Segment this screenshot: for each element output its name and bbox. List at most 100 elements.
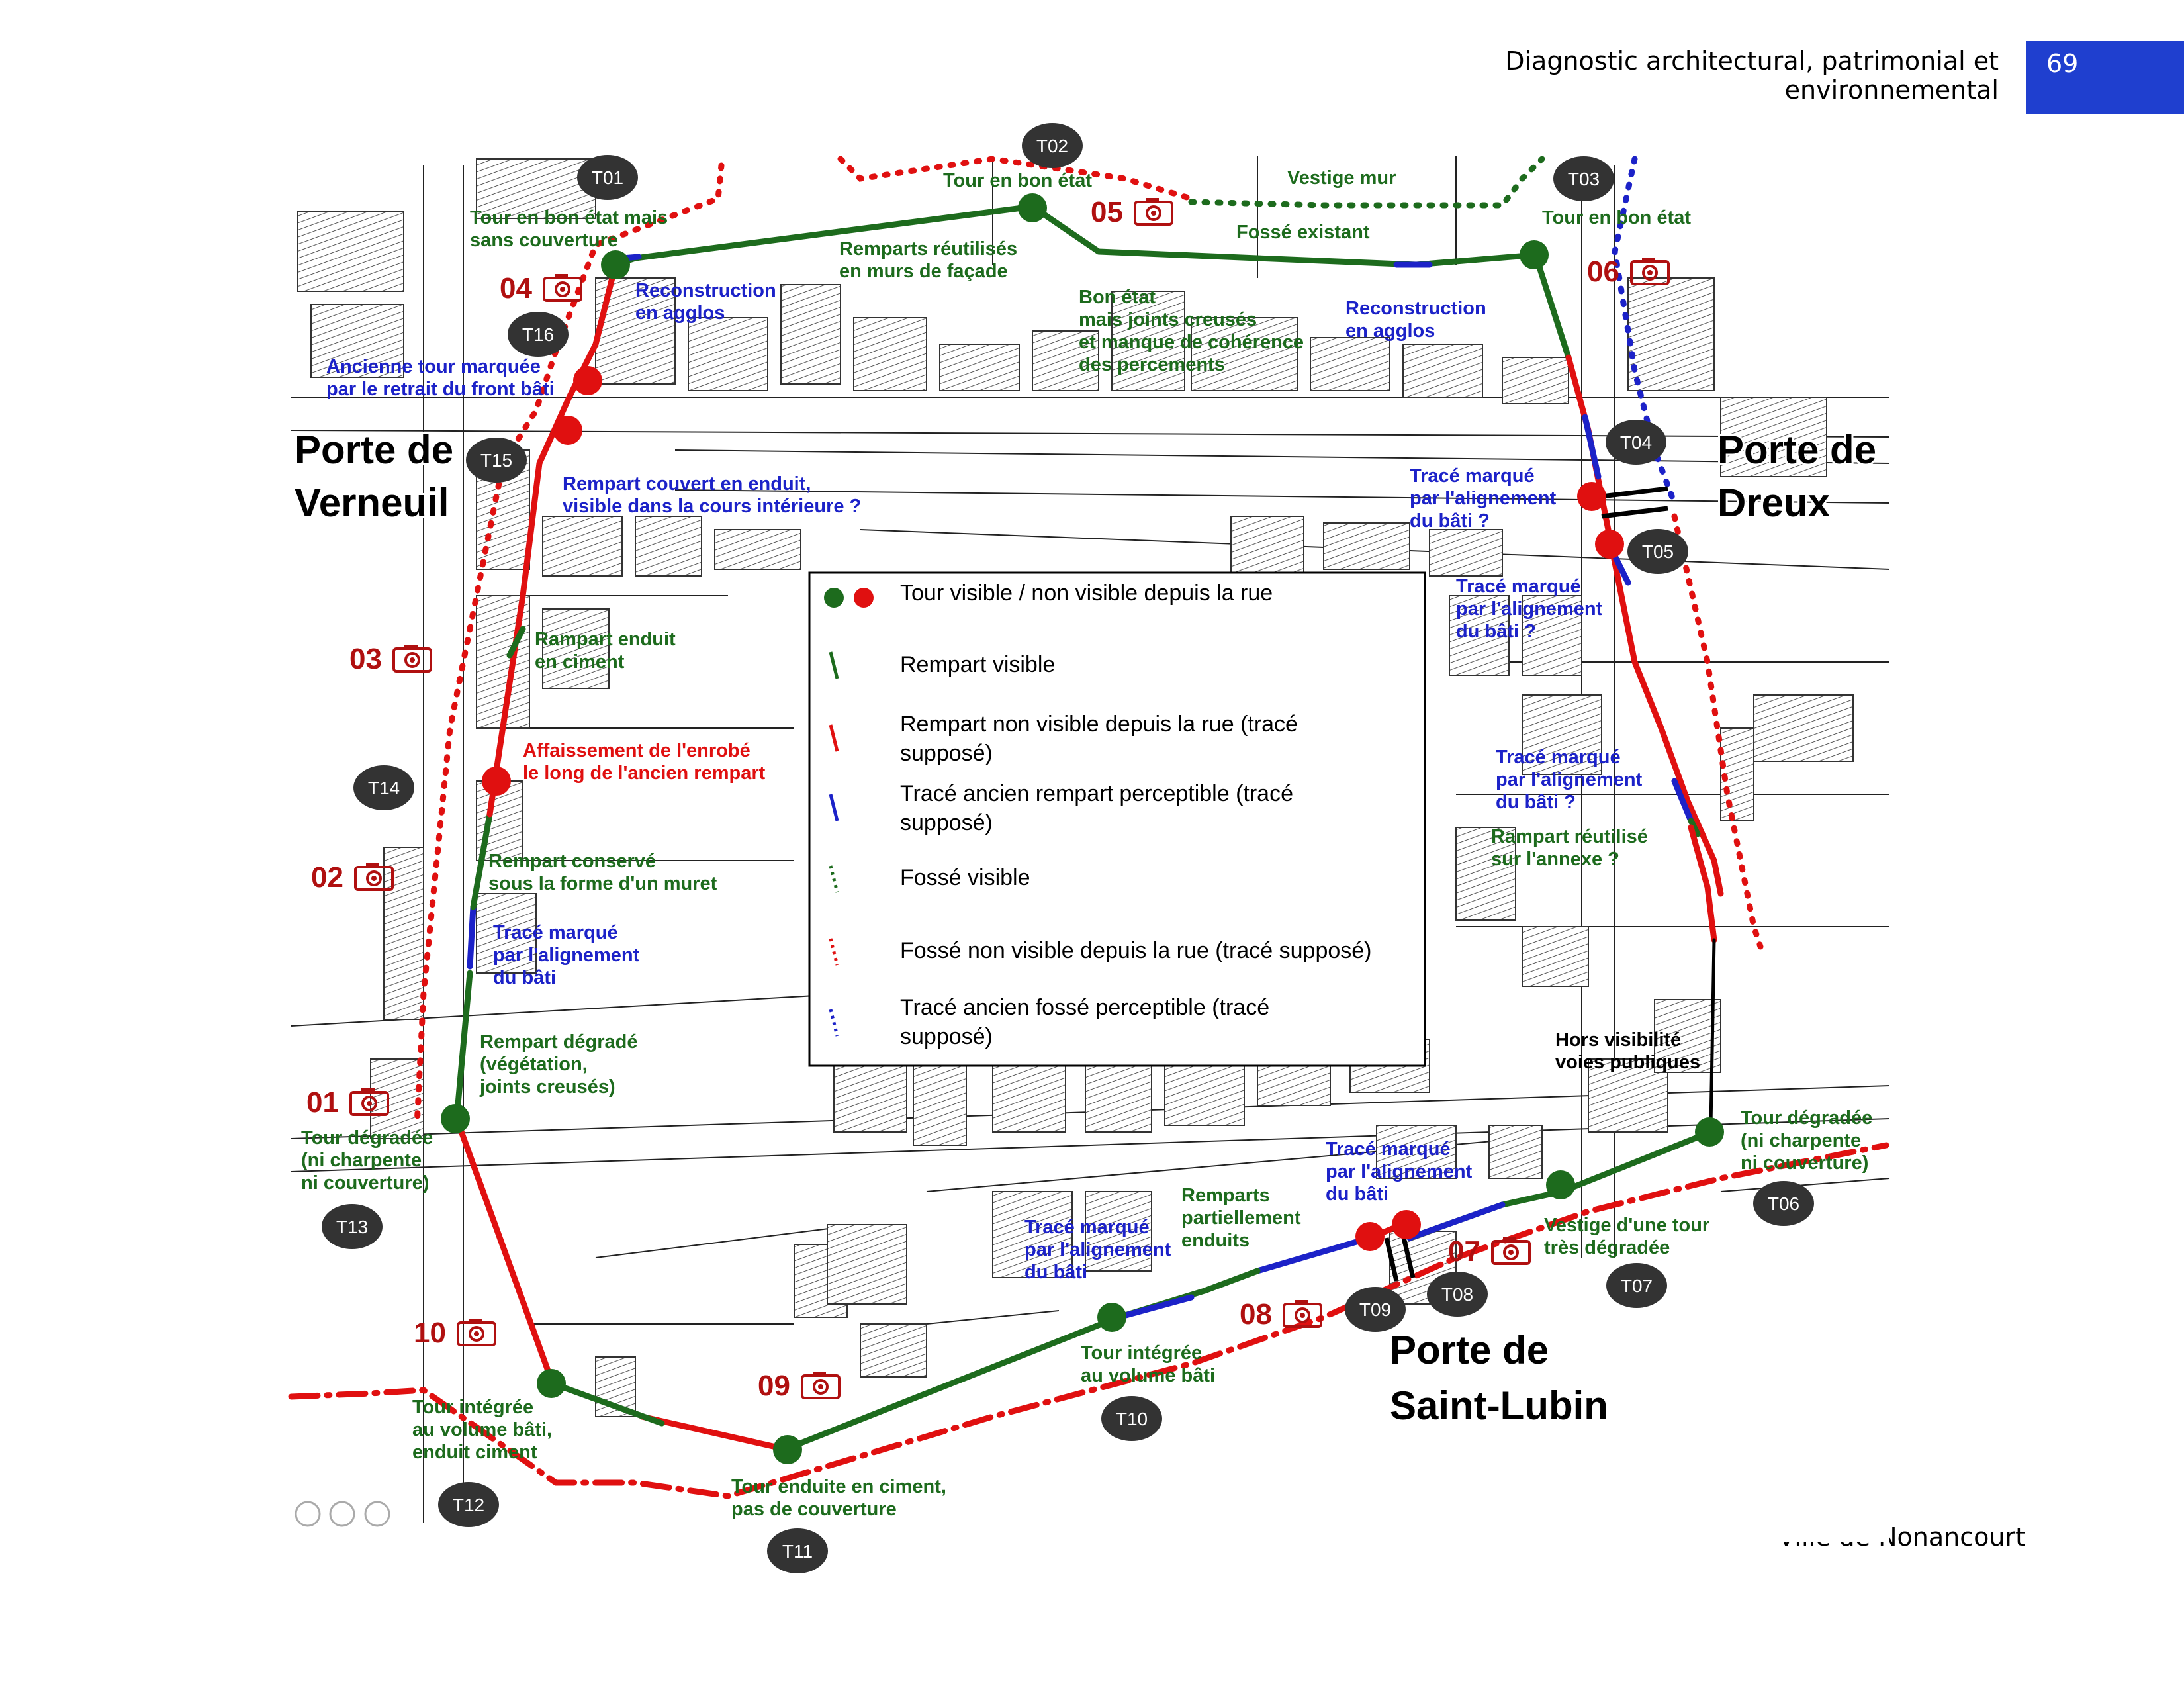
svg-text:Tracé ancien fossé perceptible: Tracé ancien fossé perceptible (tracésup… (900, 995, 1269, 1049)
svg-text:06: 06 (1587, 256, 1619, 288)
rampart-red-east-low (1688, 824, 1717, 943)
tower-dot-t09 (1355, 1222, 1385, 1251)
rampart-blue-south-3 (1115, 1294, 1195, 1321)
rampart-green-west (453, 970, 473, 1122)
svg-text:02: 02 (311, 861, 343, 894)
rampart-green-south-west-2 (549, 1380, 665, 1427)
photo-marker-09: 09 (758, 1370, 841, 1402)
tower-badge-t12: T12 (438, 1482, 499, 1527)
svg-text:T15: T15 (480, 450, 512, 471)
svg-text:T11: T11 (782, 1541, 813, 1562)
svg-text:Rempart non visible depuis la: Rempart non visible depuis la rue (tracé… (900, 712, 1298, 766)
tower-badge-t03: T03 (1553, 156, 1614, 201)
tower-dot-t08 (1392, 1210, 1421, 1239)
tower-dot-t11 (773, 1435, 802, 1464)
svg-text:Fossé non visible depuis la ru: Fossé non visible depuis la rue (tracé s… (900, 938, 1372, 963)
legend-item-fosse-hidden: Fossé non visible depuis la rue (tracé s… (829, 938, 1372, 966)
tower-badge-t07: T07 (1606, 1263, 1667, 1308)
tower-dot-t15 (553, 416, 582, 445)
svg-text:09: 09 (758, 1370, 790, 1402)
rampart-green-west-mid (506, 626, 526, 659)
svg-text:T12: T12 (453, 1495, 484, 1515)
annotation-vestige-mur: Vestige mur (1287, 167, 1396, 189)
moat-blue-east (1612, 156, 1678, 506)
moat-red-north (837, 156, 1195, 202)
rampart-green-east-4 (1688, 818, 1701, 837)
svg-text:01: 01 (306, 1086, 339, 1119)
photo-marker-10: 10 (414, 1317, 496, 1349)
legend-item-rampart-visible: Rempart visible (829, 651, 1055, 679)
tower-dot-t01 (601, 250, 630, 279)
svg-text:T02: T02 (1036, 136, 1068, 156)
tower-dot-t13 (441, 1104, 470, 1133)
tower-dot-t07 (1546, 1170, 1575, 1199)
map-legend: Tour visible / non visible depuis la rue… (808, 571, 1426, 1067)
tower-badge-t16: T16 (508, 312, 569, 357)
svg-text:08: 08 (1240, 1298, 1272, 1331)
rampart-blue-south-1 (1406, 1201, 1506, 1241)
tower-badge-t08: T08 (1427, 1272, 1488, 1317)
svg-text:T04: T04 (1620, 432, 1652, 453)
svg-text:T05: T05 (1642, 541, 1674, 562)
rampart-red-south-west (639, 1413, 791, 1453)
tower-badge-t02: T02 (1022, 123, 1083, 168)
photo-marker-03: 03 (349, 643, 432, 675)
gate-dreux-bar-2 (1601, 506, 1668, 519)
svg-text:T09: T09 (1359, 1299, 1391, 1320)
more-options-icon (364, 1501, 390, 1527)
photo-marker-01: 01 (306, 1086, 389, 1119)
tower-dot-t03 (1520, 240, 1549, 269)
photo-marker-06: 06 (1587, 256, 1670, 288)
annotation-fosse-existant: Fossé existant (1236, 222, 1370, 243)
annotation-tower-t02: Tour en bon état (943, 170, 1092, 191)
tower-dot-t16 (573, 366, 602, 395)
annotation-tower-t03: Tour en bon état (1542, 207, 1691, 228)
rampart-black-east (1709, 938, 1716, 1127)
svg-text:T06: T06 (1768, 1194, 1799, 1214)
moat-red-east (1671, 513, 1764, 950)
svg-text:T10: T10 (1116, 1409, 1148, 1429)
svg-text:T01: T01 (592, 167, 623, 188)
tower-badge-t15: T15 (466, 438, 527, 483)
legend-item-rampart-hidden: Rempart non visible depuis la rue (tracé… (829, 712, 1298, 766)
rampart-blue-west (467, 904, 477, 970)
annotation-rempart-enduit-cour: Rempart couvert en enduit,visible dans l… (563, 473, 861, 517)
legend-green-dot (824, 588, 844, 608)
rampart-blue-east-3 (1671, 778, 1694, 824)
tower-badge-t01: T01 (577, 155, 638, 200)
svg-text:03: 03 (349, 643, 382, 675)
photo-marker-07: 07 (1448, 1235, 1531, 1268)
rampart-green-east-top (1532, 252, 1572, 361)
fit-view-icon (295, 1501, 321, 1527)
svg-text:07: 07 (1448, 1235, 1480, 1268)
svg-text:Tour visible / non visible dep: Tour visible / non visible depuis la rue (900, 581, 1273, 606)
rampart-red-west-low (453, 1115, 556, 1387)
svg-text:Tracé ancien rempart perceptib: Tracé ancien rempart perceptible (tracés… (900, 781, 1293, 835)
svg-text:T08: T08 (1441, 1284, 1473, 1305)
tower-dot-t05 (1595, 530, 1624, 559)
rampart-green-west-2 (470, 811, 493, 910)
tower-dot-t06 (1695, 1117, 1724, 1147)
map-viewer-controls[interactable] (295, 1501, 390, 1527)
svg-text:Fossé visible: Fossé visible (900, 865, 1030, 890)
tower-badges: T01 T02 T03 T04 T05 T06 T07 T08 T09 T10 … (322, 123, 1814, 1573)
